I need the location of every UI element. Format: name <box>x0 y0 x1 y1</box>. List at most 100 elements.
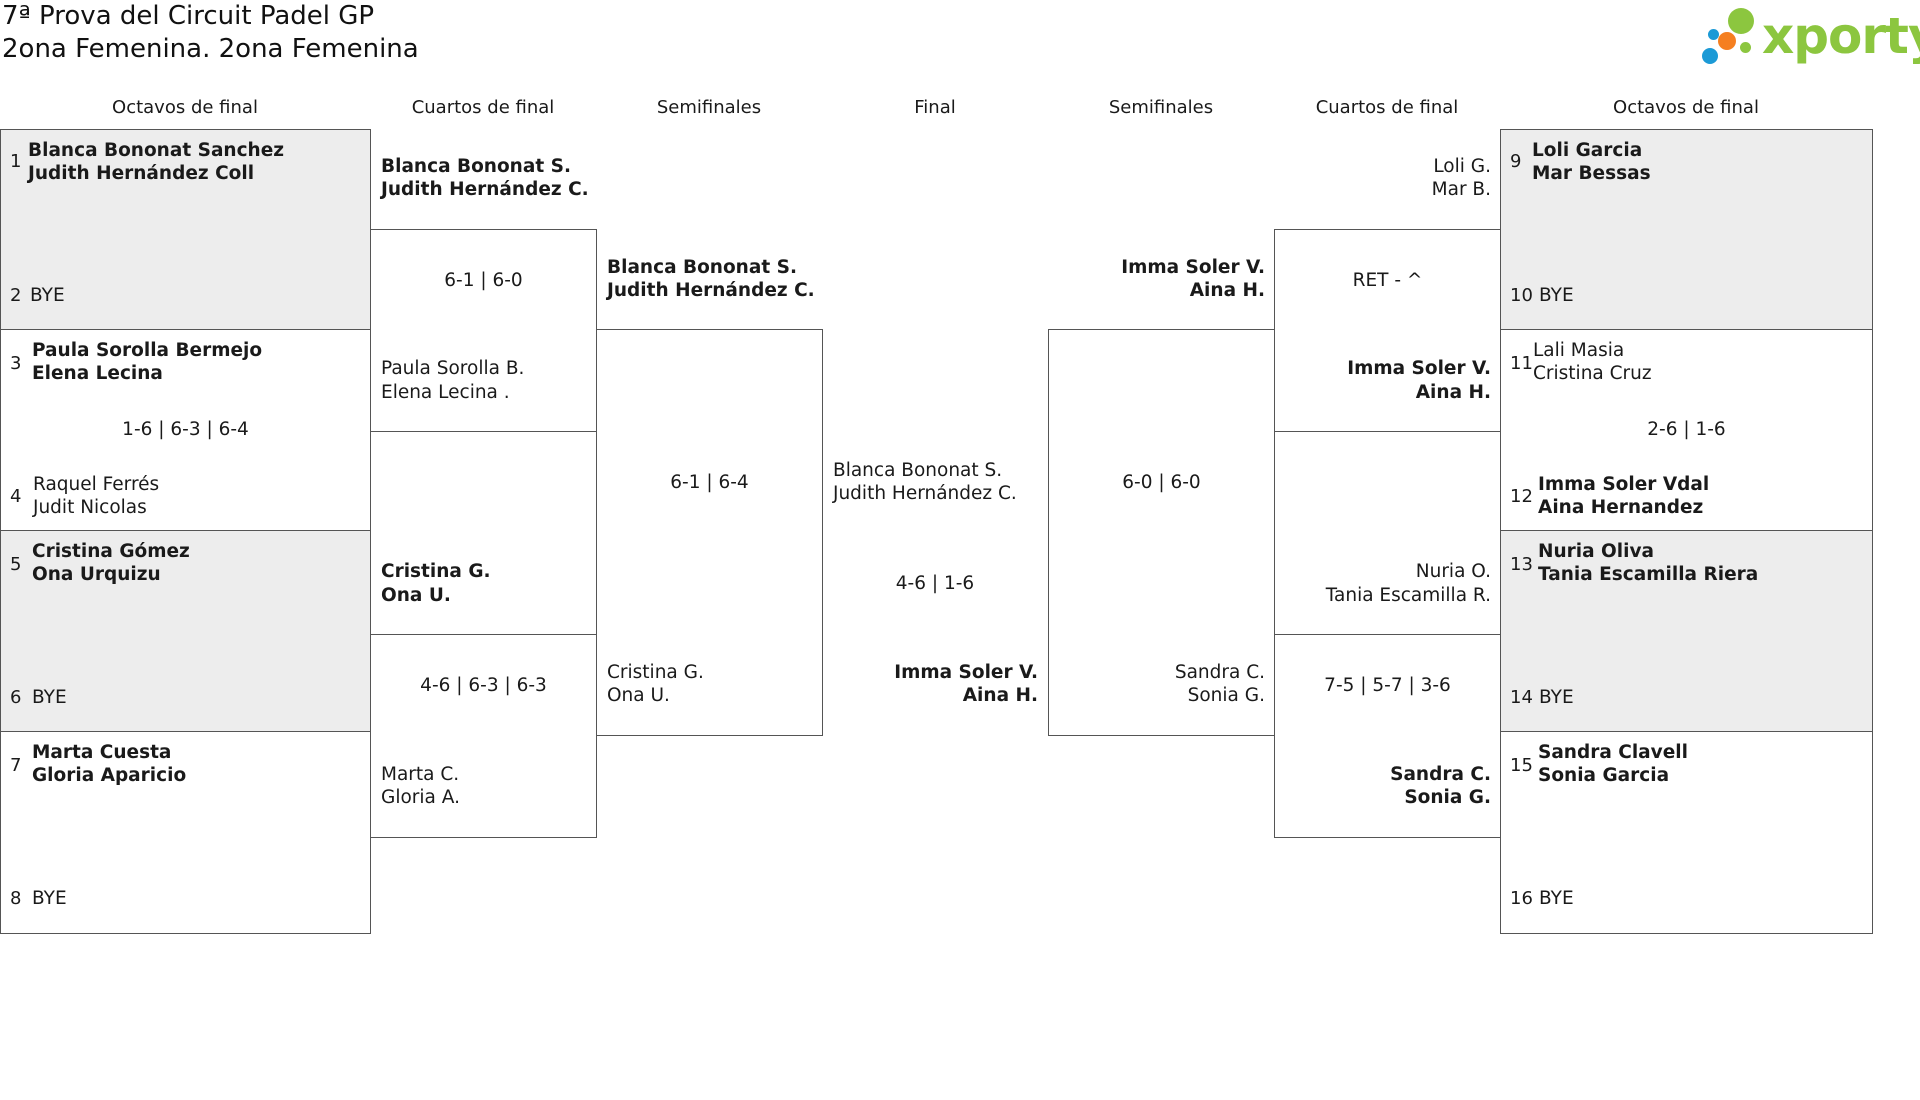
player-name: Gloria Aparicio <box>32 765 187 786</box>
bye-label: BYE <box>1539 285 1574 306</box>
player-name: Aina H. <box>1189 280 1265 301</box>
seed-number: 5 <box>10 554 22 575</box>
player-name: Aina H. <box>962 685 1038 706</box>
player-name: Imma Soler Vdal <box>1538 474 1710 495</box>
player-name: Blanca Bononat S. <box>381 156 571 177</box>
round-header-right-sf: Semifinales <box>1108 97 1214 118</box>
seed-number: 10 <box>1510 285 1533 306</box>
player-name: Imma Soler V. <box>894 662 1038 683</box>
logo-dot-blue-icon <box>1702 48 1718 64</box>
player-name: Sandra C. <box>1174 662 1265 683</box>
player-name: Tania Escamilla R. <box>1325 585 1491 606</box>
match-box-left-sf <box>596 329 823 736</box>
round-header-left-qf: Cuartos de final <box>411 97 555 118</box>
match-box-left-r16-3 <box>0 530 371 732</box>
seed-number: 16 <box>1510 888 1533 909</box>
bye-label: BYE <box>32 888 67 909</box>
logo-dot-lightgreen-icon <box>1740 42 1751 53</box>
bye-label: BYE <box>30 285 65 306</box>
player-name: Imma Soler V. <box>1347 358 1491 379</box>
player-name: Mar B. <box>1431 179 1491 200</box>
player-name: Aina Hernandez <box>1538 497 1704 518</box>
player-name: Judith Hernández Coll <box>28 163 255 184</box>
player-name: Judith Hernández C. <box>833 483 1017 504</box>
bye-label: BYE <box>32 687 67 708</box>
seed-number: 15 <box>1510 755 1533 776</box>
seed-number: 12 <box>1510 486 1533 507</box>
player-name: Sandra Clavell <box>1538 742 1688 763</box>
player-name: Cristina G. <box>607 662 704 683</box>
player-name: Judit Nicolas <box>33 497 147 518</box>
player-name: Judith Hernández C. <box>381 179 589 200</box>
round-header-final: Final <box>914 97 956 118</box>
match-score: 6-1 | 6-4 <box>670 472 749 493</box>
seed-number: 1 <box>10 151 22 172</box>
match-box-left-r16-1 <box>0 129 371 330</box>
seed-number: 4 <box>10 486 22 507</box>
player-name: Sonia G. <box>1404 787 1491 808</box>
seed-number: 7 <box>10 755 22 776</box>
match-box-left-qf-2 <box>370 634 597 838</box>
player-name: Elena Lecina <box>32 363 163 384</box>
match-score: 1-6 | 6-3 | 6-4 <box>122 419 249 440</box>
player-name: Paula Sorolla Bermejo <box>32 340 263 361</box>
player-name: Loli Garcia <box>1532 140 1643 161</box>
player-name: Loli G. <box>1433 156 1491 177</box>
player-name: Lali Masia <box>1533 340 1625 361</box>
seed-number: 8 <box>10 888 22 909</box>
seed-number: 14 <box>1510 687 1533 708</box>
player-name: Sonia Garcia <box>1538 765 1670 786</box>
player-name: Imma Soler V. <box>1121 257 1265 278</box>
match-score: RET - ^ <box>1352 270 1423 291</box>
player-name: Blanca Bononat Sanchez <box>28 140 285 161</box>
player-name: Elena Lecina . <box>381 382 510 403</box>
player-name: Cristina Gómez <box>32 541 190 562</box>
player-name: Mar Bessas <box>1532 163 1651 184</box>
player-name: Aina H. <box>1415 382 1491 403</box>
category-title: 2ona Femenina. 2ona Femenina <box>2 34 419 64</box>
seed-number: 2 <box>10 285 22 306</box>
player-name: Cristina Cruz <box>1533 363 1652 384</box>
player-name: Raquel Ferrés <box>33 474 160 495</box>
match-score: 2-6 | 1-6 <box>1647 419 1726 440</box>
player-name: Marta Cuesta <box>32 742 172 763</box>
match-score: 6-1 | 6-0 <box>444 270 523 291</box>
seed-number: 9 <box>1510 151 1522 172</box>
match-score: 4-6 | 6-3 | 6-3 <box>420 675 547 696</box>
seed-number: 13 <box>1510 554 1533 575</box>
player-name: Blanca Bononat S. <box>833 460 1003 481</box>
match-box-right-sf <box>1048 329 1275 736</box>
seed-number: 11 <box>1510 353 1533 374</box>
player-name: Nuria O. <box>1415 561 1491 582</box>
round-header-right-r16: Octavos de final <box>1613 97 1759 118</box>
bye-label: BYE <box>1539 687 1574 708</box>
player-name: Ona U. <box>381 585 451 606</box>
round-header-left-r16: Octavos de final <box>112 97 258 118</box>
match-box-right-r16-4 <box>1500 731 1873 934</box>
match-box-right-r16-1 <box>1500 129 1873 330</box>
xporty-logo[interactable]: xporty <box>1698 4 1920 68</box>
player-name: Blanca Bononat S. <box>607 257 797 278</box>
player-name: Cristina G. <box>381 561 491 582</box>
logo-text: xporty <box>1762 7 1920 65</box>
player-name: Ona Urquizu <box>32 564 161 585</box>
player-name: Ona U. <box>607 685 670 706</box>
match-score: 7-5 | 5-7 | 3-6 <box>1324 675 1451 696</box>
bye-label: BYE <box>1539 888 1574 909</box>
player-name: Sandra C. <box>1390 764 1491 785</box>
tournament-title: 7ª Prova del Circuit Padel GP <box>2 1 375 31</box>
seed-number: 3 <box>10 353 22 374</box>
player-name: Paula Sorolla B. <box>381 358 525 379</box>
logo-dot-green-icon <box>1728 8 1754 34</box>
round-header-right-qf: Cuartos de final <box>1315 97 1459 118</box>
logo-dot-orange-icon <box>1718 32 1736 50</box>
logo-dot-blue-small-icon <box>1708 29 1719 40</box>
seed-number: 6 <box>10 687 22 708</box>
final-score: 4-6 | 1-6 <box>895 573 975 594</box>
player-name: Nuria Oliva <box>1538 541 1654 562</box>
player-name: Marta C. <box>381 764 460 785</box>
round-header-left-sf: Semifinales <box>656 97 762 118</box>
player-name: Gloria A. <box>381 787 460 808</box>
player-name: Judith Hernández C. <box>607 280 815 301</box>
player-name: Tania Escamilla Riera <box>1538 564 1759 585</box>
